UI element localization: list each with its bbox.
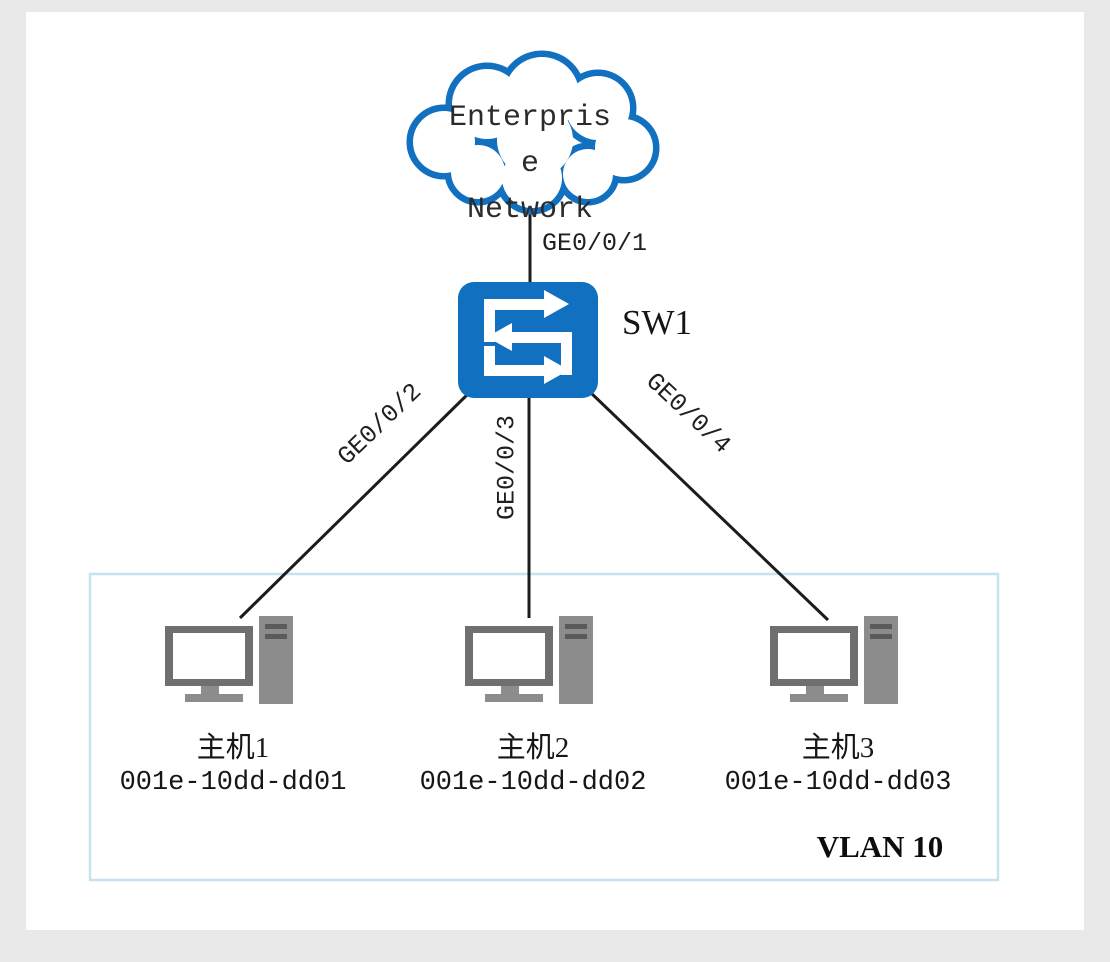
enterprise-network-cloud-icon: [406, 50, 660, 215]
host3-icon: [770, 616, 898, 704]
link-sw1-host1: [238, 390, 472, 620]
host2-mac-label: 001e-10dd-dd02: [419, 768, 647, 798]
port-label-ge0-0-1: GE0/0/1: [542, 229, 648, 258]
cloud-label-line2: e: [520, 147, 539, 181]
host1-mac-label: 001e-10dd-dd01: [119, 768, 347, 798]
host1-name-label: 主机1: [196, 732, 270, 764]
link-sw1-host3: [588, 390, 830, 622]
cloud-label-line1: Enterpris: [448, 101, 612, 135]
host2-name-label: 主机2: [496, 732, 570, 764]
cloud-label-line3: Network: [466, 193, 594, 227]
switch-name-label: SW1: [622, 303, 692, 342]
host2-icon: [465, 616, 593, 704]
host3-name-label: 主机3: [801, 732, 875, 764]
cloud-label: Enterpris e Network: [400, 95, 660, 233]
links: [238, 212, 830, 622]
switch-icon: [458, 282, 598, 398]
host3-mac-label: 001e-10dd-dd03: [724, 768, 952, 798]
host1-icon: [165, 616, 293, 704]
vlan-label: VLAN 10: [816, 829, 944, 864]
port-label-ge0-0-3: GE0/0/3: [492, 414, 522, 521]
vlan-zone-box: [88, 572, 1000, 882]
